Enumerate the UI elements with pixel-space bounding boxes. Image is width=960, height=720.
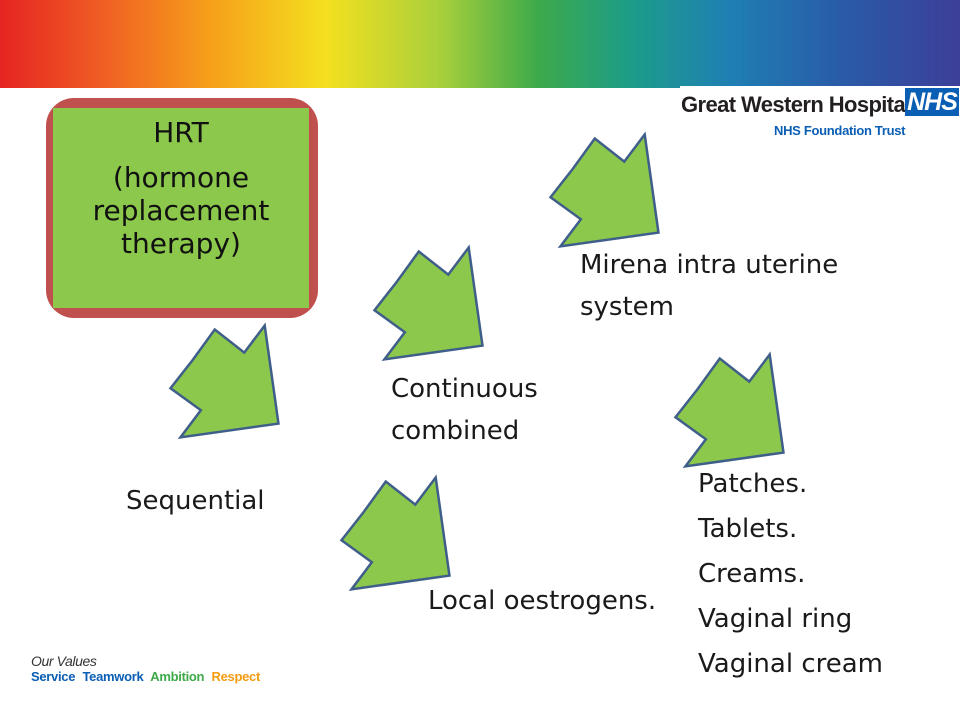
down-right-arrow-icon — [542, 130, 660, 249]
value-respect: Respect — [211, 669, 261, 684]
down-right-arrow-icon — [162, 321, 280, 440]
label-sequential: Sequential — [126, 486, 265, 516]
label-continuous-combined: Continuous combined — [391, 374, 538, 446]
hrt-title: HRT — [153, 116, 209, 149]
value-ambition: Ambition — [150, 669, 205, 684]
nhs-logo: NHS — [905, 88, 959, 116]
hrt-box: HRT (hormone replacement therapy) — [53, 108, 309, 308]
down-right-arrow-icon — [366, 243, 484, 362]
rainbow-header-bar — [0, 0, 960, 88]
value-service: Service — [31, 669, 76, 684]
hrt-subtitle: (hormone replacement therapy) — [92, 161, 270, 260]
label-treatment-forms: Patches. Tablets. Creams. Vaginal ring V… — [698, 469, 883, 679]
down-right-arrow-icon — [667, 350, 785, 469]
down-right-arrow-icon — [333, 473, 451, 592]
value-teamwork: Teamwork — [82, 669, 144, 684]
label-local-oestrogens: Local oestrogens. — [428, 586, 657, 616]
values-list: Service Teamwork Ambition Respect — [31, 669, 264, 684]
values-title: Our Values — [31, 653, 97, 669]
trust-name: NHS Foundation Trust — [774, 123, 906, 138]
org-name: Great Western Hospitals — [681, 92, 923, 117]
label-mirena: Mirena intra uterine system — [580, 250, 839, 322]
